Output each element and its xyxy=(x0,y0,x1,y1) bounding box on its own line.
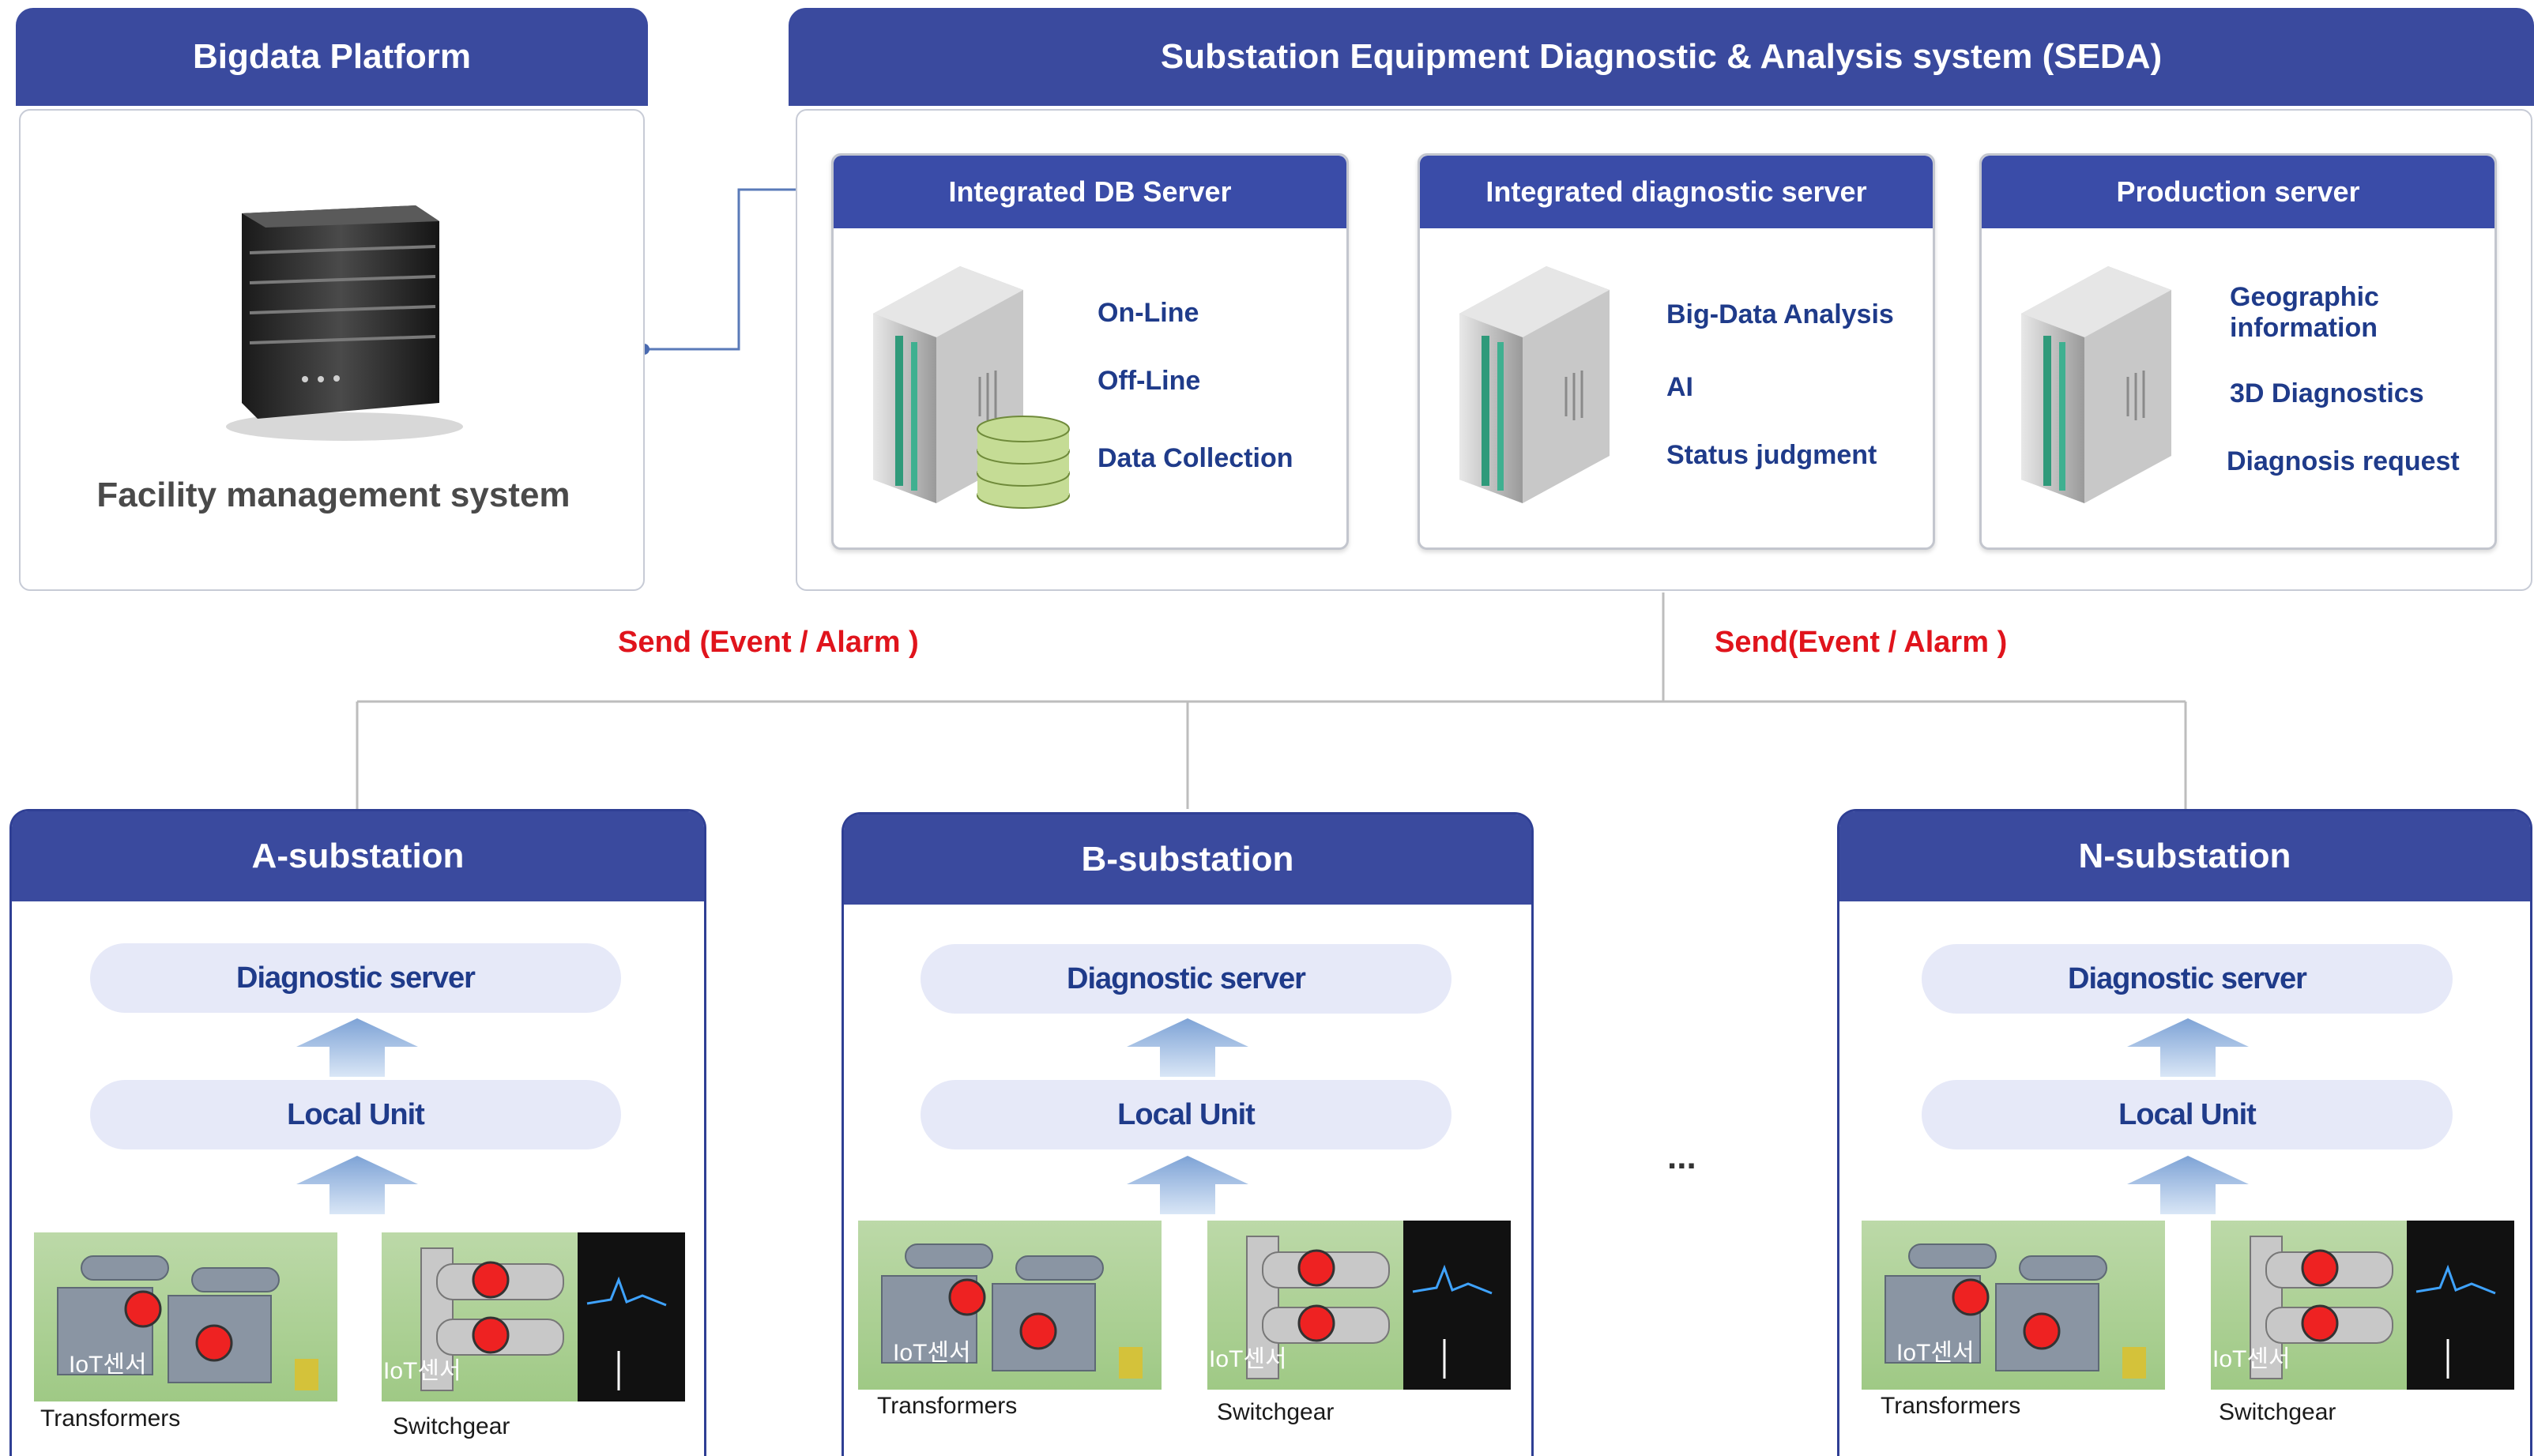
diagnostic-server-pill: Diagnostic server xyxy=(1922,944,2453,1014)
server-with-database-icon xyxy=(873,266,1070,509)
up-arrow-icon xyxy=(2127,1018,2249,1077)
iot-sensor-label: IoT센서 xyxy=(1209,1346,1287,1372)
send-event-alarm-right: Send(Event / Alarm ) xyxy=(1715,626,2008,659)
diagnostic-server-pill: Diagnostic server xyxy=(921,944,1451,1014)
card-header: Integrated DB Server xyxy=(834,156,1346,228)
server-tower-icon xyxy=(226,205,463,441)
production-server-card: Production server Geographic information… xyxy=(1979,153,2497,550)
diagnostic-server-pill: Diagnostic server xyxy=(90,943,621,1013)
seda-title: Substation Equipment Diagnostic & Analys… xyxy=(1160,37,2163,76)
switchgear-image: IoT센서 xyxy=(1207,1221,1511,1390)
feature-geographic-information: Geographic information xyxy=(2230,282,2379,344)
card-title: Integrated DB Server xyxy=(948,175,1232,208)
iot-sensor-label: IoT센서 xyxy=(383,1358,461,1384)
up-arrow-icon xyxy=(296,1018,418,1077)
bigdata-platform-panel: Facility management system xyxy=(19,109,645,591)
substation-header: B-substation xyxy=(844,815,1531,905)
up-arrow-icon xyxy=(2127,1156,2249,1214)
up-arrow-icon xyxy=(1127,1018,1248,1077)
card-header: Integrated diagnostic server xyxy=(1420,156,1933,228)
integrated-diagnostic-server-card: Integrated diagnostic server Big-Data An… xyxy=(1418,153,1935,550)
substation-n: N-substation Diagnostic server Local Uni… xyxy=(1837,809,2532,1456)
switchgear-image: IoT센서 xyxy=(2211,1221,2514,1390)
substation-a: A-substation Diagnostic server Local Uni… xyxy=(9,809,706,1456)
integrated-db-server-card: Integrated DB Server On-Line Off-Line Da… xyxy=(831,153,1349,550)
transformers-label: Transformers xyxy=(40,1405,181,1432)
card-header: Production server xyxy=(1982,156,2494,228)
feature-3d-diagnostics: 3D Diagnostics xyxy=(2230,378,2424,408)
transformer-image: IoT센서 xyxy=(858,1221,1162,1390)
bigdata-platform-header: Bigdata Platform xyxy=(16,8,648,106)
switchgear-label: Switchgear xyxy=(2219,1399,2336,1425)
transformer-image: IoT센서 xyxy=(1862,1221,2165,1390)
feature-online: On-Line xyxy=(1098,298,1199,328)
feature-status-judgment: Status judgment xyxy=(1666,440,1877,470)
iot-sensor-label: IoT센서 xyxy=(69,1352,147,1378)
facility-management-caption: Facility management system xyxy=(96,476,570,514)
up-arrow-icon xyxy=(1127,1156,1248,1214)
card-title: Production server xyxy=(2116,175,2360,208)
up-arrow-icon xyxy=(296,1156,418,1214)
feature-big-data-analysis: Big-Data Analysis xyxy=(1666,299,1894,329)
local-unit-pill: Local Unit xyxy=(90,1080,621,1149)
more-substations-ellipsis: ... xyxy=(1667,1138,1696,1176)
switchgear-image: IoT센서 xyxy=(382,1232,685,1401)
feature-ai: AI xyxy=(1666,372,1693,402)
transformers-label: Transformers xyxy=(877,1393,1018,1419)
bigdata-platform-title: Bigdata Platform xyxy=(192,37,472,76)
substation-header: A-substation xyxy=(12,811,704,901)
iot-sensor-label: IoT센서 xyxy=(893,1340,971,1366)
feature-data-collection: Data Collection xyxy=(1098,443,1293,473)
iot-sensor-label: IoT센서 xyxy=(1896,1340,1975,1366)
local-unit-pill: Local Unit xyxy=(1922,1080,2453,1149)
server-icon xyxy=(1459,266,1610,503)
send-event-alarm-left: Send (Event / Alarm ) xyxy=(618,626,919,659)
switchgear-label: Switchgear xyxy=(393,1413,510,1439)
iot-sensor-label: IoT센서 xyxy=(2212,1346,2291,1372)
substation-title: A-substation xyxy=(251,837,465,875)
server-icon xyxy=(2021,266,2171,503)
substation-title: N-substation xyxy=(2078,837,2291,875)
local-unit-pill: Local Unit xyxy=(921,1080,1451,1149)
feature-diagnosis-request: Diagnosis request xyxy=(2227,446,2460,476)
transformer-image: IoT센서 xyxy=(34,1232,337,1401)
switchgear-label: Switchgear xyxy=(1217,1399,1335,1425)
transformers-label: Transformers xyxy=(1881,1393,2021,1419)
substation-title: B-substation xyxy=(1081,840,1294,878)
substation-header: N-substation xyxy=(1839,811,2530,901)
feature-offline: Off-Line xyxy=(1098,366,1201,396)
substation-b: B-substation Diagnostic server Local Uni… xyxy=(842,812,1534,1456)
card-title: Integrated diagnostic server xyxy=(1485,175,1867,208)
seda-header: Substation Equipment Diagnostic & Analys… xyxy=(789,8,2534,106)
